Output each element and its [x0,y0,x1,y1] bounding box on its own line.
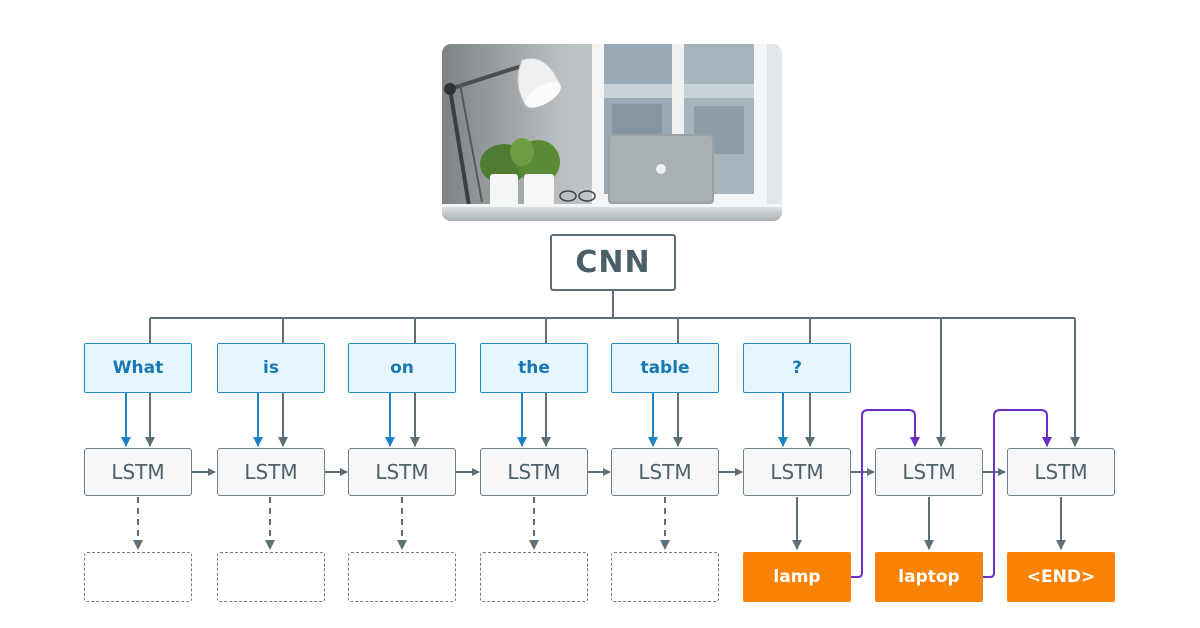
lstm-cell-6: LSTM [743,448,851,496]
question-word-table: table [611,343,719,393]
question-word-what: What [84,343,192,393]
empty-output-3 [348,552,456,602]
lstm-cell-8: LSTM [1007,448,1115,496]
answer-output-arrows [792,497,1066,550]
lstm-cell-4: LSTM [480,448,588,496]
question-word-on: on [348,343,456,393]
input-photo [442,44,782,221]
question-word-the: the [480,343,588,393]
lstm-cell-5: LSTM [611,448,719,496]
answer-word-lamp: lamp [743,552,851,602]
question-word-qmark: ? [743,343,851,393]
lstm-cell-3: LSTM [348,448,456,496]
empty-output-4 [480,552,588,602]
word-embedding-arrows [121,393,788,447]
question-word-is: is [217,343,325,393]
unused-output-arrows [133,497,670,550]
empty-output-1 [84,552,192,602]
empty-output-2 [217,552,325,602]
empty-output-5 [611,552,719,602]
cnn-box: CNN [550,234,676,291]
lstm-cell-1: LSTM [84,448,192,496]
lstm-cell-7: LSTM [875,448,983,496]
lstm-cell-2: LSTM [217,448,325,496]
answer-word-laptop: laptop [875,552,983,602]
answer-word-end: <END> [1007,552,1115,602]
photo-illustration [442,44,782,221]
feedback-arrows [851,409,1052,578]
